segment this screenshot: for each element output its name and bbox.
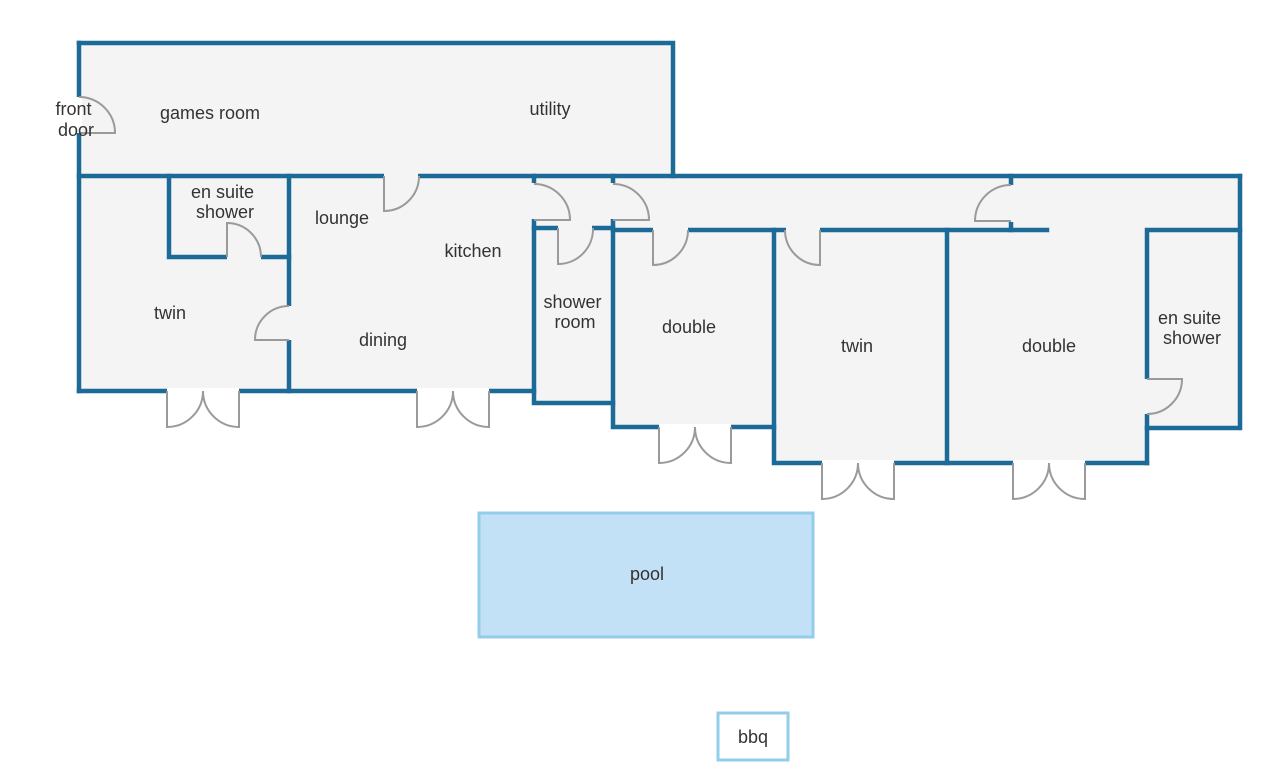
- shower-room-label: shower room: [543, 292, 606, 332]
- twin-left-label: twin: [154, 303, 186, 323]
- front-door-label: front door: [55, 99, 96, 140]
- door-swings: [78, 96, 1184, 501]
- twin-right-door-swing: [784, 229, 821, 267]
- pool-area: [477, 511, 815, 639]
- twin-left-door-swing: [253, 305, 290, 341]
- patio-door-twin-left: [166, 390, 240, 429]
- patio-door-dining: [416, 390, 490, 429]
- room-labels: front door games room utility en suite s…: [55, 99, 1226, 747]
- lounge-door-swing: [383, 175, 420, 213]
- pool-label: pool: [630, 564, 664, 584]
- games-room-label: games room: [160, 103, 260, 123]
- patio-door-double-left: [658, 426, 732, 465]
- utility-label: utility: [529, 99, 570, 119]
- double-right-door-swing: [973, 184, 1012, 222]
- patio-door-twin-right: [821, 462, 895, 501]
- bbq-area: [716, 711, 790, 762]
- bbq-label: bbq: [738, 727, 768, 747]
- hall-door-swing-2: [612, 183, 651, 221]
- en-suite-left-label: en suite shower: [191, 182, 259, 222]
- dining-label: dining: [359, 330, 407, 350]
- twin-right-label: twin: [841, 336, 873, 356]
- en-suite-left-door-swing: [226, 221, 262, 258]
- double-left-label: double: [662, 317, 716, 337]
- en-suite-right-door-swing: [1146, 378, 1184, 415]
- double-left-door-swing: [652, 229, 689, 267]
- en-suite-right-label: en suite shower: [1158, 308, 1226, 348]
- floor-fill: [79, 43, 1240, 463]
- shower-room-door-swing: [557, 227, 595, 266]
- double-right-label: double: [1022, 336, 1076, 356]
- patio-door-double-right: [1012, 462, 1086, 501]
- hall-door-swing-1: [533, 183, 572, 221]
- front-door-swing: [78, 96, 117, 134]
- lounge-label: lounge: [315, 208, 369, 228]
- kitchen-label: kitchen: [444, 241, 501, 261]
